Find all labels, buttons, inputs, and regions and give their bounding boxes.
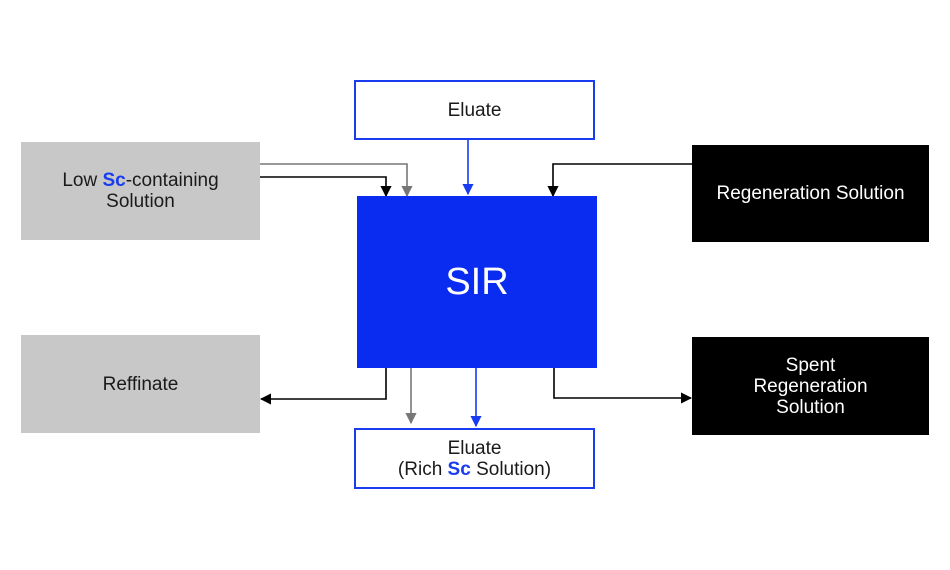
eluate-output-line2: (Rich Sc Solution) (397, 458, 552, 480)
low-sc-solution-line2: Solution (106, 191, 175, 212)
eluate-output-box: Eluate (Rich Sc Solution) (354, 428, 595, 489)
arrow-lowsc-to-sir-black (260, 176, 392, 198)
arrow-sir-to-spent (553, 368, 693, 404)
reffinate-label: Reffinate (102, 373, 179, 395)
spent-line3: Solution (776, 396, 845, 418)
eluate-input-box: Eluate (354, 80, 595, 140)
low-sc-solution-box: Low Sc-containing Solution (21, 142, 260, 240)
arrow-regeneration-to-sir (547, 163, 692, 198)
sir-label: SIR (445, 261, 509, 303)
low-sc-solution-line1: Low Sc-containing (62, 170, 219, 191)
spent-line2: Regeneration (753, 375, 868, 397)
sc-highlight: Sc (102, 170, 126, 191)
spent-line1: Spent (785, 354, 836, 376)
sc-highlight-output: Sc (447, 458, 471, 480)
reffinate-box: Reffinate (21, 335, 260, 433)
regeneration-solution-label: Regeneration Solution (716, 183, 905, 204)
eluate-input-label: Eluate (447, 99, 502, 121)
spent-regeneration-box: Spent Regeneration Solution (692, 337, 929, 435)
arrow-lowsc-to-sir-gray (260, 163, 413, 198)
eluate-output-line1: Eluate (447, 437, 502, 459)
regeneration-solution-box: Regeneration Solution (692, 145, 929, 242)
arrow-sir-to-reffinate (259, 368, 387, 405)
sir-box: SIR (357, 196, 597, 368)
